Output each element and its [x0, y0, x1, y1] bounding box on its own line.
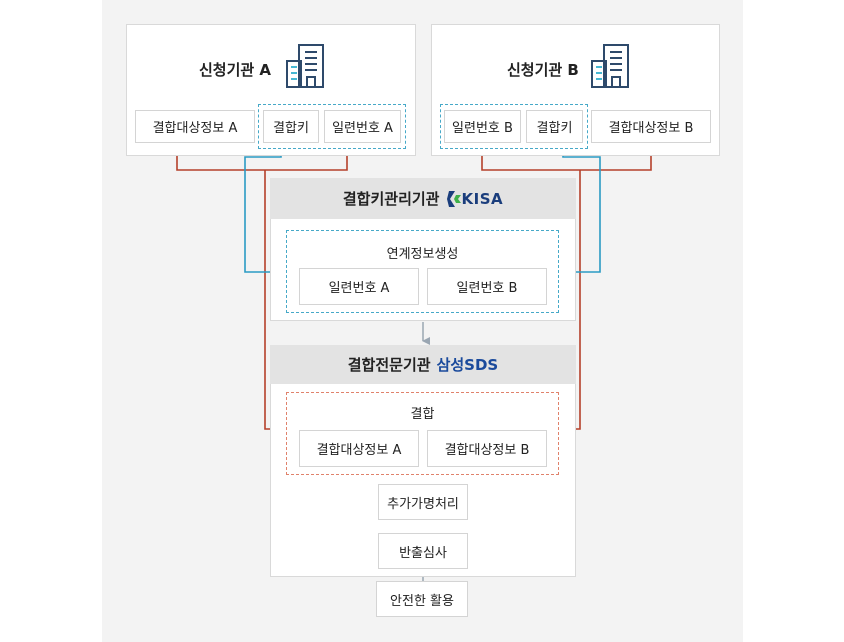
step-export-review: 반출심사	[378, 533, 468, 569]
combine-label: 결합	[410, 407, 435, 422]
combine-agency-header: 결합전문기관 삼성SDS	[270, 345, 576, 384]
combine-group	[286, 392, 559, 475]
agency-a-combine-key: 결합키	[263, 110, 319, 143]
link-info-label: 연계정보생성	[386, 247, 459, 262]
kisa-logo: KISA	[447, 190, 503, 208]
combine-info-b: 결합대상정보 B	[427, 430, 547, 467]
agency-b-serial: 일련번호 B	[444, 110, 521, 143]
key-agency-header: 결합키관리기관 KISA	[270, 178, 576, 219]
red-line-b	[481, 143, 652, 171]
agency-a-combine-info: 결합대상정보 A	[135, 110, 255, 143]
link-info-group	[286, 230, 559, 313]
combine-agency-title: 결합전문기관	[347, 356, 431, 374]
building-icon	[286, 44, 324, 88]
red-line-a	[176, 143, 348, 171]
key-agency-title: 결합키관리기관	[342, 190, 440, 208]
samsung-sds-logo: 삼성SDS	[436, 356, 499, 374]
key-serial-a: 일련번호 A	[299, 268, 419, 305]
agency-b-key-group	[440, 104, 588, 149]
step-additional-pseudonymization: 추가가명처리	[378, 484, 468, 520]
kisa-mark-icon	[447, 190, 462, 207]
agency-b-title: 신청기관 B	[507, 61, 579, 79]
agency-a-key-group	[258, 104, 406, 149]
key-serial-b: 일련번호 B	[427, 268, 547, 305]
step-safe-use: 안전한 활용	[376, 581, 468, 617]
agency-b-combine-info: 결합대상정보 B	[591, 110, 711, 143]
agency-a-serial: 일련번호 A	[324, 110, 401, 143]
agency-b-combine-key: 결합키	[526, 110, 583, 143]
combine-info-a: 결합대상정보 A	[299, 430, 419, 467]
building-icon	[591, 44, 629, 88]
agency-a-title: 신청기관 A	[199, 61, 272, 79]
